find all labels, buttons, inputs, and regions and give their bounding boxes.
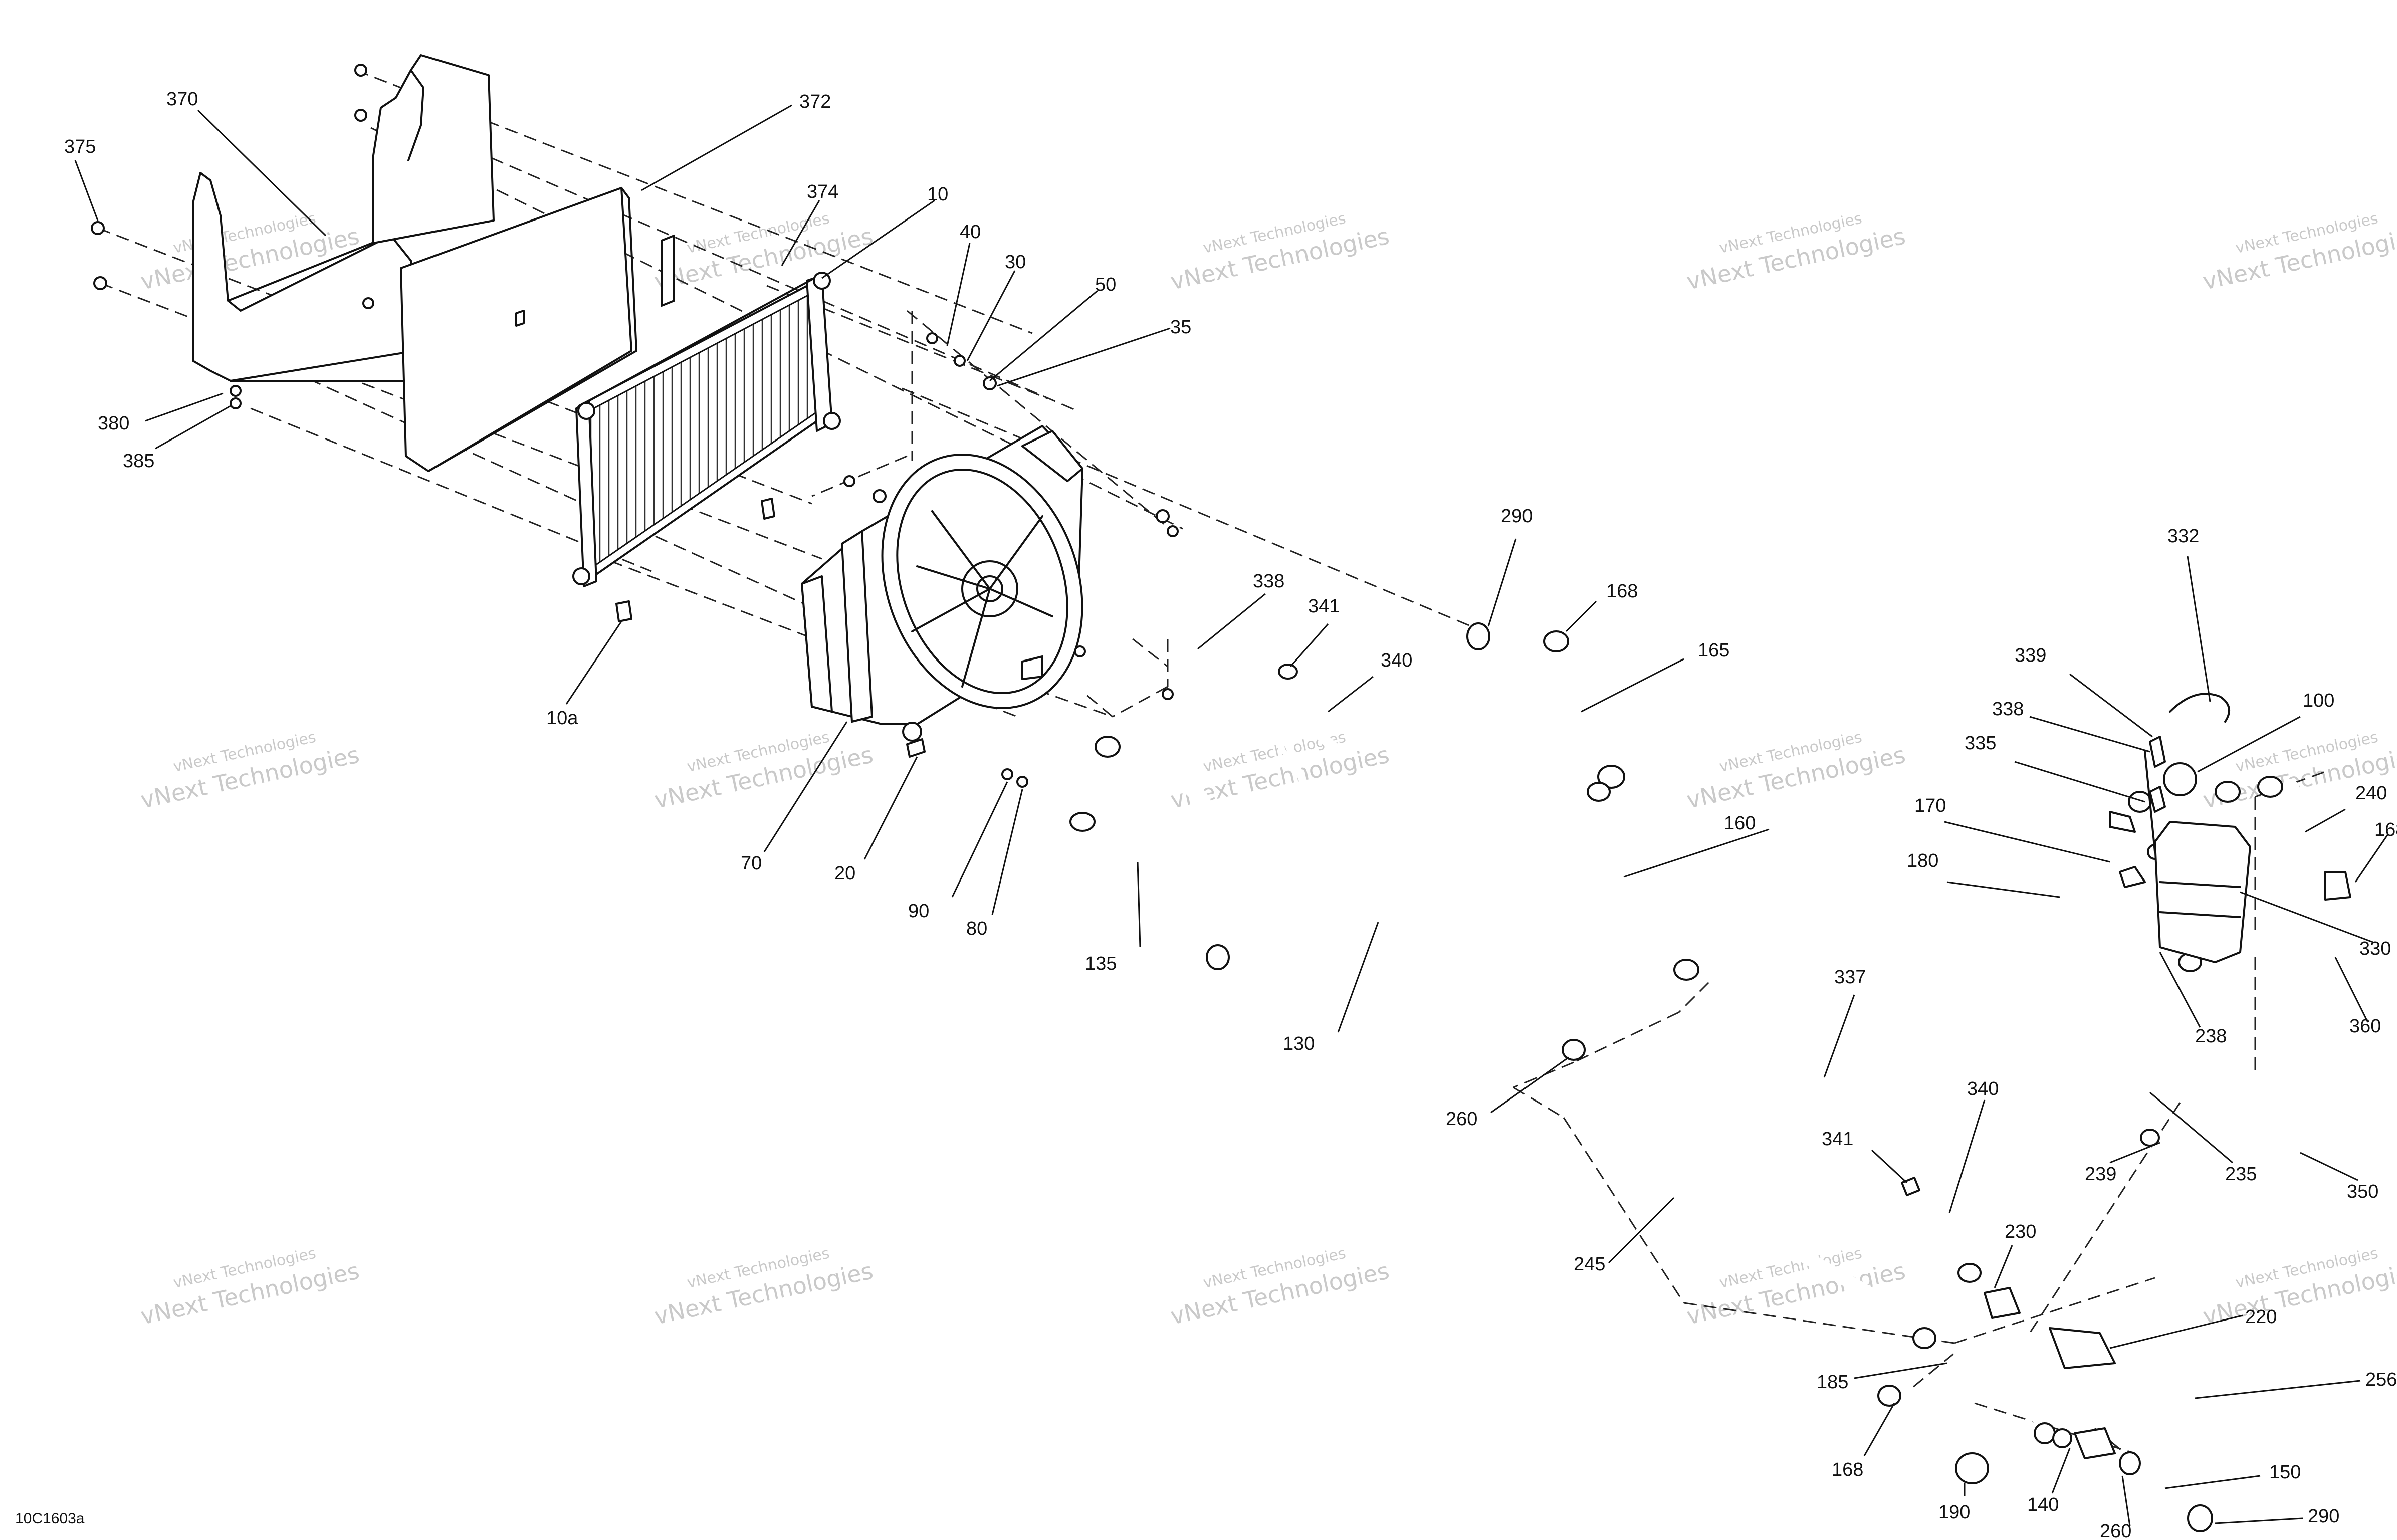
callout-90: 90 [908, 901, 929, 922]
callout-168-right: 168 [2374, 819, 2397, 840]
coolant-expansion-tank [2144, 736, 2251, 963]
callout-30: 30 [1005, 252, 1026, 273]
callout-385: 385 [123, 451, 154, 472]
callout-130: 130 [1283, 1033, 1315, 1054]
callout-239: 239 [2085, 1164, 2116, 1185]
callout-332: 332 [2167, 526, 2199, 547]
callout-40: 40 [960, 222, 981, 243]
callout-20: 20 [834, 863, 855, 884]
cooling-fan-assembly [801, 332, 1179, 788]
callout-380: 380 [98, 413, 129, 434]
callout-leader-lines [74, 104, 2389, 1526]
air-deflector-assembly [91, 54, 675, 472]
callout-140: 140 [2027, 1494, 2059, 1515]
callout-50: 50 [1095, 274, 1116, 295]
callout-35: 35 [1170, 317, 1191, 338]
callout-238: 238 [2195, 1026, 2227, 1047]
callout-170: 170 [1914, 795, 1946, 816]
radiator-core [572, 272, 841, 622]
callout-341-top: 341 [1308, 596, 1340, 617]
callout-330: 330 [2359, 938, 2391, 959]
callout-220: 220 [2245, 1306, 2277, 1328]
callout-160: 160 [1724, 813, 1756, 834]
callout-165: 165 [1698, 640, 1729, 661]
document-id: 10C1603a [15, 1510, 85, 1527]
callout-10: 10 [927, 184, 948, 205]
callout-150: 150 [2269, 1462, 2301, 1483]
callout-235: 235 [2225, 1164, 2257, 1185]
callout-290-bottom: 290 [2308, 1506, 2339, 1527]
callout-70: 70 [741, 853, 762, 874]
callout-180: 180 [1907, 850, 1938, 871]
coolant-hoses [1078, 627, 2332, 1527]
callout-190: 190 [1938, 1502, 1970, 1523]
callout-168-top: 168 [1606, 581, 1638, 602]
callout-260-bottom: 260 [2100, 1521, 2131, 1540]
callout-370: 370 [166, 89, 198, 110]
callout-290-top: 290 [1501, 506, 1533, 527]
callout-230: 230 [2005, 1221, 2036, 1242]
callout-372: 372 [799, 91, 831, 112]
callout-375: 375 [64, 136, 96, 157]
callout-240: 240 [2355, 783, 2387, 804]
callout-80: 80 [966, 918, 987, 939]
callout-100: 100 [2303, 690, 2334, 711]
callout-10a: 10a [546, 708, 578, 729]
callout-245: 245 [1574, 1254, 1605, 1275]
callout-135: 135 [1085, 953, 1117, 974]
callout-341-bottom: 341 [1822, 1129, 1853, 1150]
callout-337: 337 [1834, 967, 1866, 988]
callout-168-bottom: 168 [1832, 1459, 1863, 1480]
callout-185: 185 [1817, 1372, 1848, 1393]
callout-338-left: 338 [1253, 571, 1284, 592]
callout-340-bottom: 340 [1967, 1078, 1999, 1099]
callout-256: 256 [2365, 1369, 2397, 1390]
callout-339: 339 [2015, 645, 2046, 666]
callout-340-top: 340 [1381, 650, 1412, 671]
callout-350: 350 [2347, 1181, 2378, 1202]
callout-260-mid: 260 [1446, 1109, 1477, 1130]
callout-335: 335 [1965, 733, 1996, 754]
callout-338-right: 338 [1992, 699, 2024, 720]
callout-360: 360 [2349, 1016, 2381, 1037]
callout-labels: 375 370 372 374 10 40 30 50 35 380 385 2… [64, 89, 2397, 1540]
callout-374: 374 [807, 181, 838, 202]
